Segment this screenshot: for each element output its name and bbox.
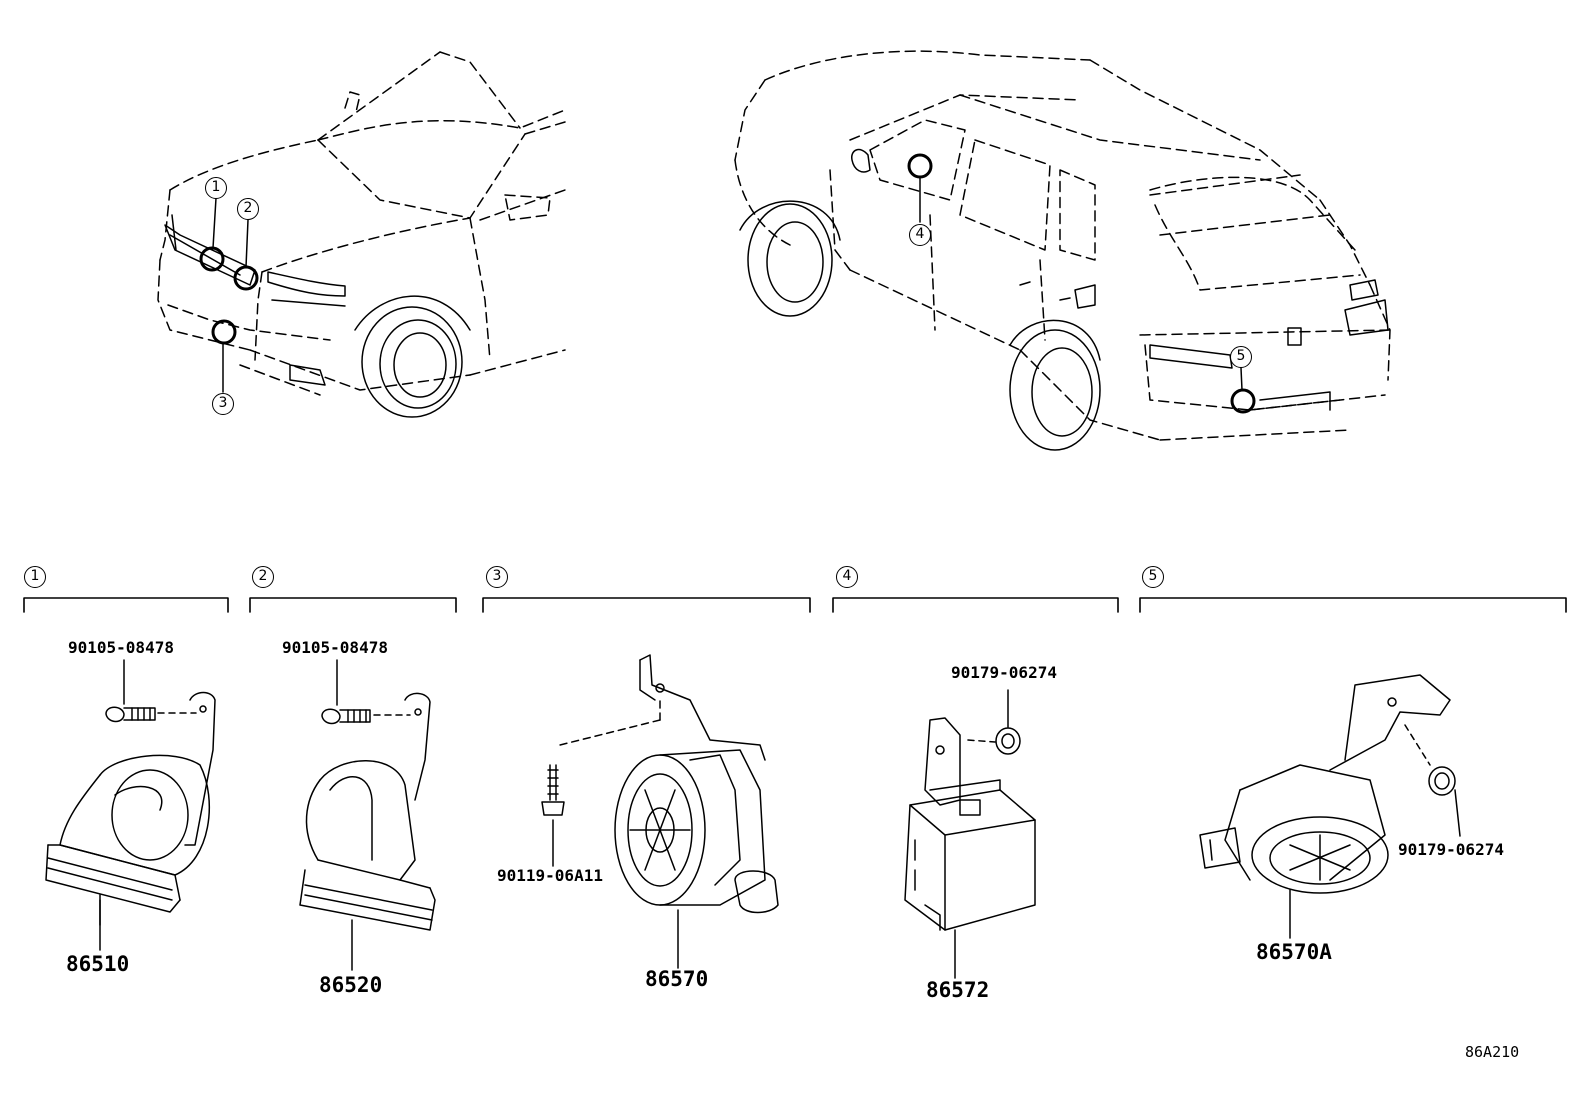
section-brackets xyxy=(23,597,1567,613)
rear-vehicle-view xyxy=(734,50,1391,451)
part-90179-06274-b: 90179-06274 xyxy=(1398,840,1504,859)
part-90179-06274-a: 90179-06274 xyxy=(951,663,1057,682)
part-90105-08478-a: 90105-08478 xyxy=(68,638,174,657)
section-5-number: 5 xyxy=(1142,566,1164,588)
callout-4: 4 xyxy=(909,224,931,246)
part-86570A: 86570A xyxy=(1256,940,1332,964)
sounder-86570A-drawing xyxy=(1199,674,1461,939)
callout-3: 3 xyxy=(212,393,234,415)
sounder-86570-drawing xyxy=(541,654,779,969)
horn-86520-drawing xyxy=(299,659,436,971)
section-1-number: 1 xyxy=(24,566,46,588)
callout-2: 2 xyxy=(237,198,259,220)
module-86572-drawing xyxy=(904,689,1036,979)
section-2-number: 2 xyxy=(252,566,274,588)
part-90105-08478-b: 90105-08478 xyxy=(282,638,388,657)
callout-5: 5 xyxy=(1230,346,1252,368)
horn-86510-drawing xyxy=(45,659,216,951)
front-vehicle-view xyxy=(157,51,566,418)
diagram-code: 86A210 xyxy=(1465,1043,1520,1061)
part-86572: 86572 xyxy=(926,978,990,1002)
part-86510: 86510 xyxy=(66,952,130,976)
callout-1: 1 xyxy=(205,177,227,199)
part-86570: 86570 xyxy=(645,967,709,991)
part-86520: 86520 xyxy=(319,973,383,997)
section-3-number: 3 xyxy=(486,566,508,588)
part-90119-06A11: 90119-06A11 xyxy=(497,866,603,885)
section-4-number: 4 xyxy=(836,566,858,588)
